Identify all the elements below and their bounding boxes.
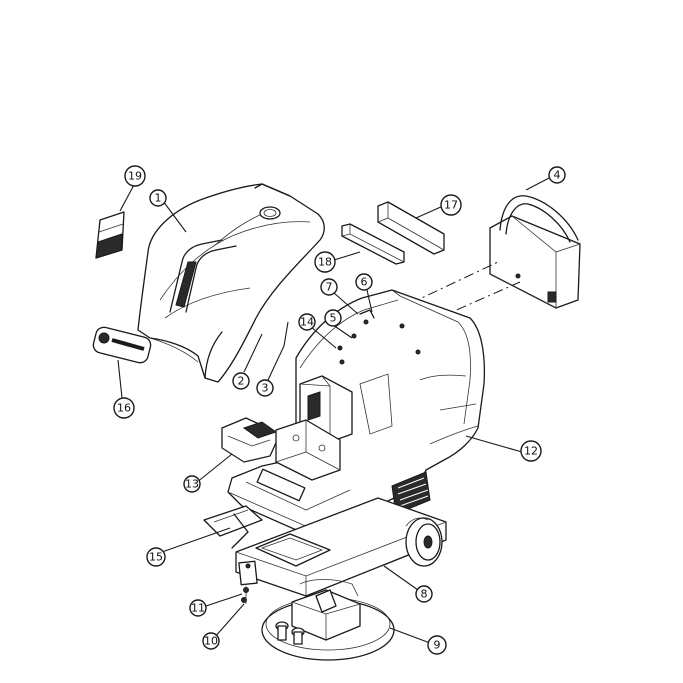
callout-6: 6 [355, 273, 373, 291]
callout-4: 4 [548, 166, 566, 184]
callout-8: 8 [415, 585, 433, 603]
part-13-module [221, 417, 281, 463]
callout-label: 19 [128, 170, 142, 183]
callout-label: 4 [554, 169, 561, 182]
callout-1: 1 [149, 189, 167, 207]
callout-label: 18 [318, 256, 332, 269]
part-18-strip [341, 223, 405, 265]
callout-label: 16 [117, 402, 131, 415]
callout-label: 10 [204, 635, 218, 648]
part-4-handle-assembly [489, 195, 581, 309]
part-hood-cover [137, 183, 325, 383]
callout-label: 2 [238, 375, 245, 388]
fasteners-bottom [241, 586, 249, 604]
callout-label: 7 [326, 281, 333, 294]
callout-2: 2 [232, 372, 250, 390]
callout-label: 11 [191, 602, 205, 615]
part-12-body-shell [227, 289, 486, 537]
callout-15: 15 [146, 547, 166, 567]
callout-label: 8 [421, 588, 428, 601]
callout-label: 15 [149, 551, 163, 564]
part-15-plate [203, 505, 263, 549]
callout-label: 9 [434, 639, 441, 652]
callout-label: 3 [262, 382, 269, 395]
part-16-badge [92, 326, 152, 364]
callout-13: 13 [183, 475, 201, 493]
rear-wheel [405, 517, 443, 567]
callout-16: 16 [113, 397, 135, 419]
callout-3: 3 [256, 379, 274, 397]
callout-9: 9 [427, 635, 447, 655]
callout-10: 10 [202, 632, 220, 650]
callout-18: 18 [314, 251, 336, 273]
part-9-brush-deck [261, 579, 395, 661]
callout-19: 19 [124, 165, 146, 187]
callout-label: 14 [300, 316, 314, 329]
part-8-chassis [235, 497, 447, 597]
fasteners-top [337, 309, 375, 351]
callout-17: 17 [440, 194, 462, 216]
callout-label: 5 [330, 312, 337, 325]
battery-compartment [275, 419, 341, 481]
callout-label: 17 [444, 199, 458, 212]
callout-label: 13 [185, 478, 199, 491]
callout-12: 12 [520, 440, 542, 462]
callout-label: 1 [155, 192, 162, 205]
part-19-decal [95, 211, 125, 259]
callout-5: 5 [324, 309, 342, 327]
callout-label: 6 [361, 276, 368, 289]
callout-label: 12 [524, 445, 538, 458]
callout-7: 7 [320, 278, 338, 296]
callout-11: 11 [189, 599, 207, 617]
leader-lines [117, 176, 552, 644]
callout-14: 14 [298, 313, 316, 331]
part-17-strip [377, 201, 445, 255]
